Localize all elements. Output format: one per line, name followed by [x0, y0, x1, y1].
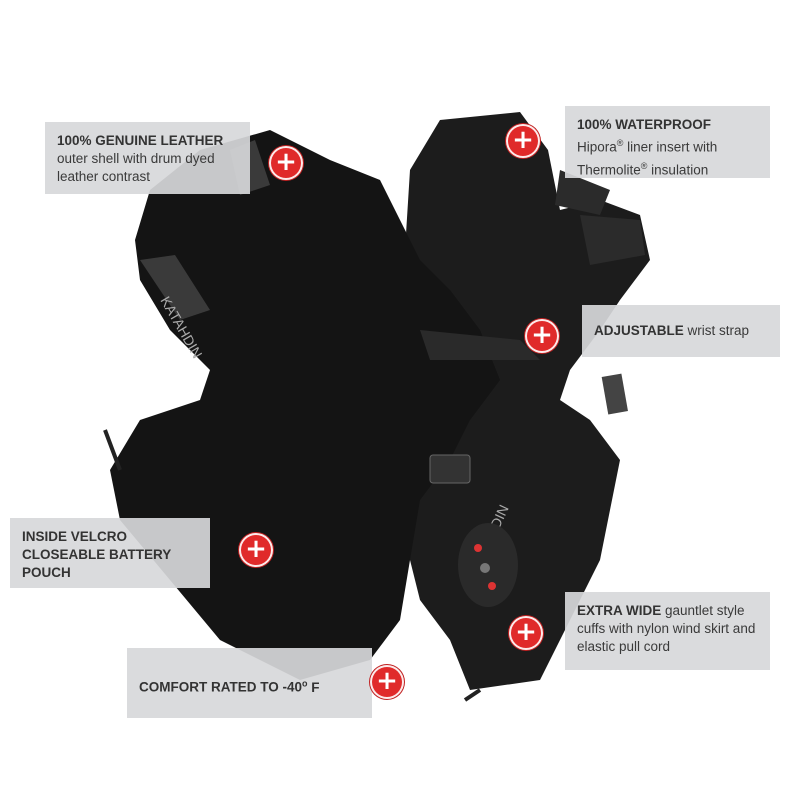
hotspot-plus-icon-extra-wide[interactable]: + — [509, 616, 543, 650]
callout-velcro: INSIDE VELCRO CLOSEABLE BATTERY POUCH — [10, 518, 210, 588]
callout-text: wrist strap — [687, 323, 750, 338]
callout-genuine-leather: 100% GENUINE LEATHER outer shell with dr… — [45, 122, 250, 194]
unit: F — [307, 679, 320, 695]
callout-extra-wide: EXTRA WIDE gauntlet style cuffs with nyl… — [565, 592, 770, 670]
callout-waterproof: 100% WATERPROOF Hipora® liner insert wit… — [565, 106, 770, 178]
callout-title: COMFORT RATED TO -40 — [139, 679, 303, 695]
callout-text: gauntlet style cuffs with nylon wind ski… — [577, 603, 756, 654]
hotspot-plus-icon-comfort[interactable]: + — [370, 665, 404, 699]
callout-text: outer shell with drum dyed leather contr… — [57, 151, 215, 184]
hotspot-plus-icon-velcro[interactable]: + — [239, 533, 273, 567]
callout-comfort: COMFORT RATED TO -40o F — [127, 648, 372, 718]
callout-title: 100% WATERPROOF — [577, 117, 712, 132]
registered-mark: ® — [616, 138, 624, 148]
text: Thermolite — [577, 162, 641, 177]
degree-mark: o — [302, 678, 308, 688]
callout-adjustable: ADJUSTABLE wrist strap — [582, 305, 780, 357]
hotspot-plus-icon-leather[interactable]: + — [269, 146, 303, 180]
hotspot-plus-icon-adjustable[interactable]: + — [525, 319, 559, 353]
text: insulation — [647, 162, 709, 177]
hotspot-plus-icon-waterproof[interactable]: + — [506, 124, 540, 158]
callout-title: ADJUSTABLE — [594, 323, 684, 338]
registered-mark: ® — [640, 160, 648, 171]
callout-title: 100% GENUINE LEATHER — [57, 133, 224, 148]
callout-title: EXTRA WIDE — [577, 603, 662, 618]
text: liner insert with — [623, 139, 718, 155]
callout-title: INSIDE VELCRO CLOSEABLE BATTERY POUCH — [22, 529, 172, 580]
text: Hipora — [577, 139, 617, 155]
buckle — [429, 454, 471, 484]
